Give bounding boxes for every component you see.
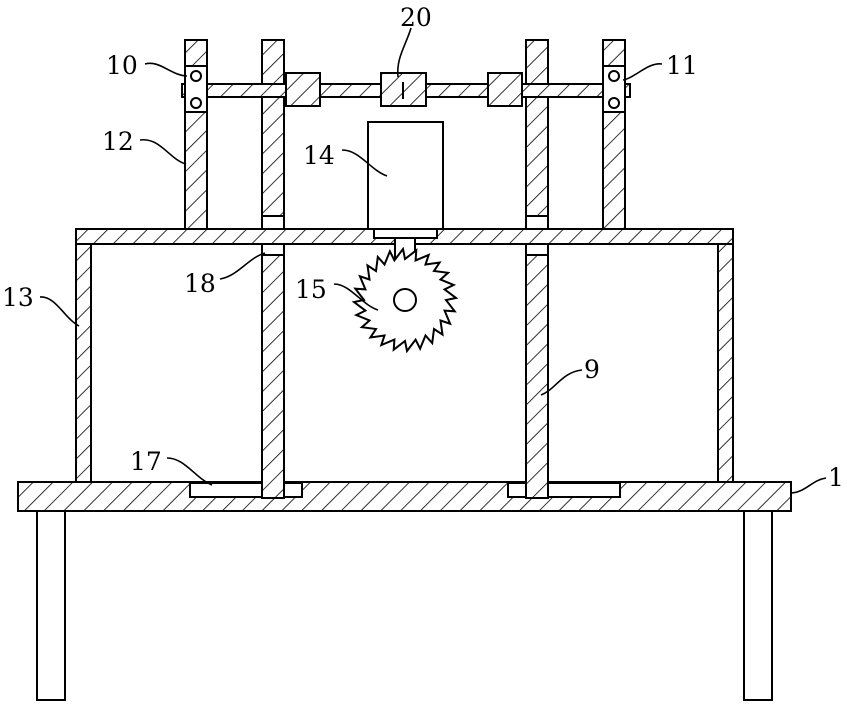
inner-left-upright xyxy=(262,40,284,216)
motor xyxy=(368,122,443,229)
inner-right-upright-gap xyxy=(526,216,548,229)
label-10: 10 xyxy=(106,51,138,80)
leader-1 xyxy=(790,478,826,493)
right-slide-block xyxy=(508,483,620,497)
right-bearing-bottom xyxy=(609,98,619,108)
left-side-wall xyxy=(76,244,91,482)
label-15: 15 xyxy=(295,275,327,304)
right-side-wall xyxy=(718,244,733,482)
inner-left-upright-gap xyxy=(262,216,284,229)
saw-hub xyxy=(394,289,416,311)
leader-13 xyxy=(40,297,79,326)
left-slide-block xyxy=(190,483,302,497)
left-bearing-top xyxy=(191,71,201,81)
left-inner-plate xyxy=(262,255,284,498)
leader-20 xyxy=(398,28,411,77)
left-bearing-bottom xyxy=(191,98,201,108)
right-guide-gap xyxy=(526,244,548,255)
label-12: 12 xyxy=(102,127,134,156)
label-11: 11 xyxy=(666,51,698,80)
right-inner-plate xyxy=(526,255,548,498)
left-leg xyxy=(37,511,65,700)
label-18: 18 xyxy=(184,269,216,298)
left-guide-gap xyxy=(262,244,284,255)
label-17: 17 xyxy=(130,447,162,476)
right-leg xyxy=(744,511,772,700)
leader-10 xyxy=(145,63,187,76)
label-9: 9 xyxy=(584,355,600,384)
label-14: 14 xyxy=(303,141,335,170)
leader-17 xyxy=(167,458,212,485)
right-collar xyxy=(488,73,522,106)
leader-12 xyxy=(140,140,186,164)
saw-blade xyxy=(354,249,456,351)
inner-right-upright xyxy=(526,40,548,216)
right-bearing-top xyxy=(609,71,619,81)
label-1: 1 xyxy=(828,463,844,492)
base-plate xyxy=(18,482,791,511)
left-collar xyxy=(286,73,320,106)
motor-mount xyxy=(374,229,437,238)
label-20: 20 xyxy=(400,3,432,32)
leader-18 xyxy=(220,253,265,279)
label-13: 13 xyxy=(2,283,34,312)
leader-11 xyxy=(623,64,662,80)
